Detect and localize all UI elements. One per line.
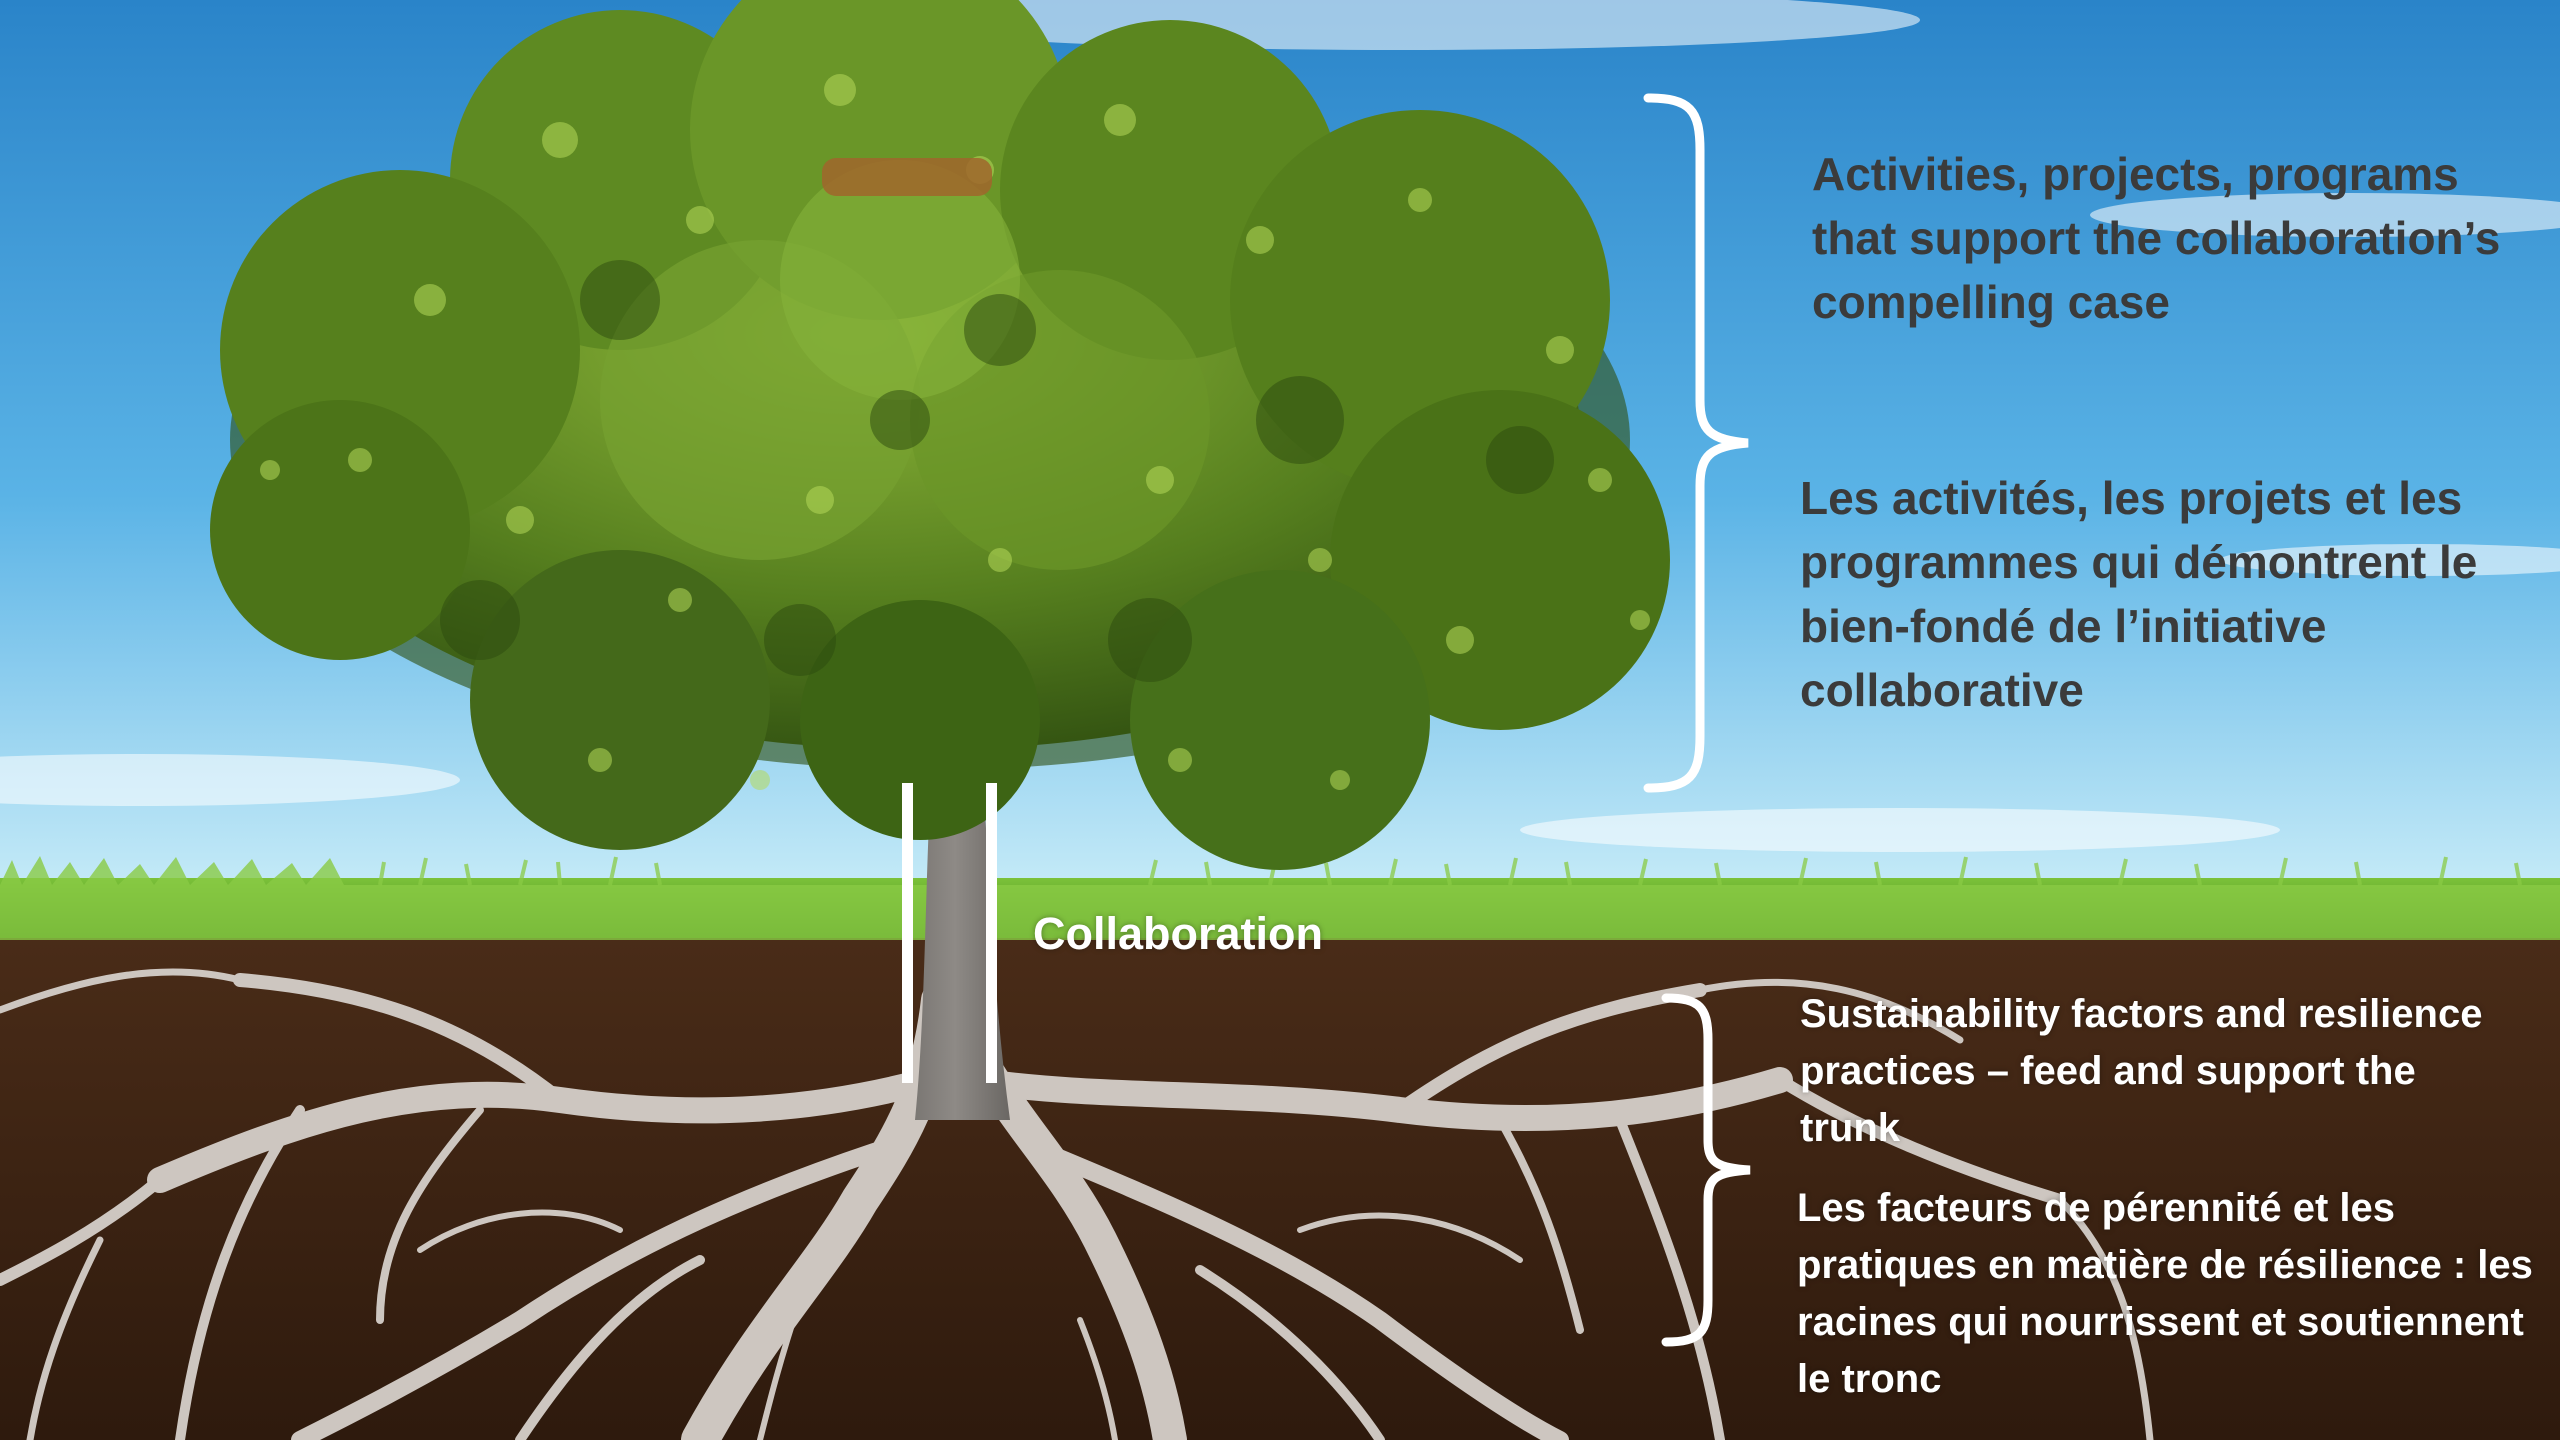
trunk — [850, 690, 1060, 1120]
canopy-bracket — [1643, 93, 1749, 793]
trunk-marker-right — [986, 783, 997, 1083]
trunk-label: Collaboration — [1033, 908, 1323, 959]
canopy-annotation-english: Activities, projects, programs that supp… — [1812, 148, 2501, 328]
grass-blades-right — [378, 856, 2522, 886]
roots-bracket — [1661, 993, 1751, 1347]
roots-annotation-french: Les facteurs de pérennité et les pratiqu… — [1797, 1186, 2533, 1401]
canopy-annotation-french: Les activités, les projets et les progra… — [1800, 472, 2478, 716]
roots-annotation-english: Sustainability factors and resilience pr… — [1800, 992, 2483, 1150]
roots — [0, 968, 2154, 1440]
canopy-bark-patch — [822, 158, 992, 196]
trunk-marker-left — [902, 783, 913, 1083]
grass-blades — [0, 856, 2560, 940]
canopy — [210, 0, 1670, 870]
